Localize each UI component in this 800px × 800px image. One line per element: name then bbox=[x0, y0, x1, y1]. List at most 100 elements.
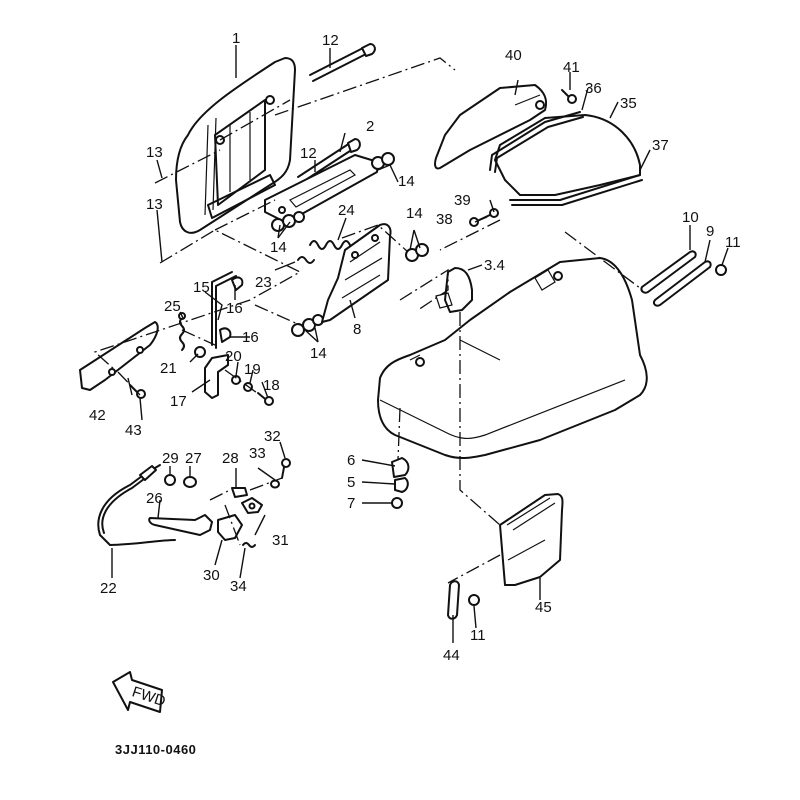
part-7-nut[interactable] bbox=[391, 497, 403, 509]
label-part-33: 33 bbox=[249, 445, 266, 462]
part-9-strap[interactable] bbox=[652, 260, 712, 307]
label-part-21: 21 bbox=[160, 360, 177, 377]
label-part-5: 5 bbox=[347, 474, 355, 491]
part-10-strap[interactable] bbox=[640, 250, 697, 294]
part-33-cap[interactable] bbox=[270, 479, 280, 489]
label-part-14-b: 14 bbox=[270, 239, 287, 256]
part-15-rod[interactable] bbox=[211, 271, 237, 349]
part-39-washer[interactable] bbox=[489, 208, 499, 218]
part-29-nut[interactable] bbox=[164, 474, 176, 486]
label-part-14-d: 14 bbox=[310, 345, 327, 362]
label-part-42: 42 bbox=[89, 407, 106, 424]
label-part-23: 23 bbox=[255, 274, 272, 291]
label-part-19: 19 bbox=[244, 361, 261, 378]
part-14-bushing-d[interactable] bbox=[291, 314, 324, 337]
part-42-guard[interactable] bbox=[79, 321, 159, 391]
part-11-nut-upper[interactable] bbox=[715, 264, 727, 276]
label-part-14-a: 14 bbox=[398, 173, 415, 190]
label-part-15: 15 bbox=[193, 279, 210, 296]
part-30-lever[interactable] bbox=[217, 514, 243, 541]
label-part-12-lower: 12 bbox=[300, 145, 317, 162]
part-18-bolt[interactable] bbox=[257, 392, 274, 406]
part-24-spring[interactable] bbox=[309, 240, 351, 250]
part-32-bolt[interactable] bbox=[281, 458, 291, 479]
part-3-4-hinge-bracket[interactable] bbox=[435, 267, 473, 313]
label-part-17: 17 bbox=[170, 393, 187, 410]
label-part-26: 26 bbox=[146, 490, 163, 507]
part-14-bushing-c[interactable] bbox=[405, 243, 429, 262]
label-part-34: 34 bbox=[230, 578, 247, 595]
part-16-clip-upper[interactable] bbox=[231, 276, 244, 291]
label-part-38: 38 bbox=[436, 211, 453, 228]
assembly-lines bbox=[93, 57, 641, 584]
part-23-spring[interactable] bbox=[297, 256, 315, 264]
label-part-10: 10 bbox=[682, 209, 699, 226]
label-part-45: 45 bbox=[535, 599, 552, 616]
part-6-bracket[interactable] bbox=[391, 457, 410, 478]
label-part-25: 25 bbox=[164, 298, 181, 315]
label-part-22: 22 bbox=[100, 580, 117, 597]
label-part-39: 39 bbox=[454, 192, 471, 209]
label-part-16-lower: 16 bbox=[242, 329, 259, 346]
label-part-43: 43 bbox=[125, 422, 142, 439]
label-part-32: 32 bbox=[264, 428, 281, 445]
label-part-24: 24 bbox=[338, 202, 355, 219]
part-41-screw[interactable] bbox=[561, 89, 577, 104]
label-part-35: 35 bbox=[620, 95, 637, 112]
label-part-13-upper: 13 bbox=[146, 144, 163, 161]
label-part-30: 30 bbox=[203, 567, 220, 584]
drawing-code: 3JJ110-0460 bbox=[115, 742, 197, 757]
label-part-40: 40 bbox=[505, 47, 522, 64]
leader-lines bbox=[111, 45, 729, 643]
part-27-cap[interactable] bbox=[183, 476, 197, 488]
label-part-14-c: 14 bbox=[406, 205, 423, 222]
label-part-44: 44 bbox=[443, 647, 460, 664]
part-36-seal[interactable] bbox=[489, 111, 584, 173]
part-labels: 1 2 3.4 5 6 7 8 9 10 11 11 12 12 13 13 1… bbox=[89, 30, 741, 664]
part-1-backrest[interactable] bbox=[175, 57, 296, 234]
label-part-16-upper: 16 bbox=[226, 300, 243, 317]
label-part-11-upper: 11 bbox=[725, 234, 741, 251]
part-44-strap[interactable] bbox=[447, 580, 460, 620]
part-5-bracket[interactable] bbox=[394, 477, 409, 493]
part-31-lever[interactable] bbox=[241, 497, 263, 514]
part-16-clip-lower[interactable] bbox=[219, 327, 232, 343]
fwd-arrow-icon: FWD bbox=[112, 671, 168, 713]
label-part-13-lower: 13 bbox=[146, 196, 163, 213]
part-40-side-cover[interactable] bbox=[434, 84, 548, 170]
label-part-37: 37 bbox=[652, 137, 669, 154]
label-part-18: 18 bbox=[263, 377, 280, 394]
label-part-6: 6 bbox=[347, 452, 355, 469]
label-part-11-lower: 11 bbox=[470, 627, 486, 644]
part-35-lid[interactable] bbox=[494, 114, 641, 196]
part-2-bracket[interactable] bbox=[264, 154, 379, 223]
label-part-31: 31 bbox=[272, 532, 289, 549]
label-part-41: 41 bbox=[563, 59, 580, 76]
label-part-3-4: 3.4 bbox=[484, 257, 505, 274]
part-22-cable[interactable] bbox=[97, 464, 176, 546]
label-part-27: 27 bbox=[185, 450, 202, 467]
part-8-hinge-plate[interactable] bbox=[321, 223, 392, 323]
label-part-8: 8 bbox=[353, 321, 361, 338]
label-part-12-upper: 12 bbox=[322, 32, 339, 49]
label-part-9: 9 bbox=[706, 223, 714, 240]
main-cover-shell[interactable] bbox=[377, 257, 648, 459]
part-37-seal[interactable] bbox=[509, 174, 643, 206]
part-12-bolt-upper[interactable] bbox=[309, 43, 376, 82]
label-part-1: 1 bbox=[232, 30, 240, 47]
label-part-20: 20 bbox=[225, 348, 242, 365]
part-14-bushing-b[interactable] bbox=[271, 211, 305, 232]
label-part-7: 7 bbox=[347, 495, 355, 512]
label-part-2: 2 bbox=[366, 118, 374, 135]
part-14-bushing-a[interactable] bbox=[371, 152, 395, 170]
label-part-29: 29 bbox=[162, 450, 179, 467]
part-34-spring[interactable] bbox=[242, 542, 256, 548]
part-17-bracket[interactable] bbox=[204, 354, 229, 399]
part-45-control-unit[interactable] bbox=[499, 493, 564, 586]
part-26-lever[interactable] bbox=[148, 514, 213, 536]
part-28-pin[interactable] bbox=[231, 487, 248, 498]
part-11-nut-lower[interactable] bbox=[468, 594, 480, 606]
label-part-36: 36 bbox=[585, 80, 602, 97]
label-part-28: 28 bbox=[222, 450, 239, 467]
